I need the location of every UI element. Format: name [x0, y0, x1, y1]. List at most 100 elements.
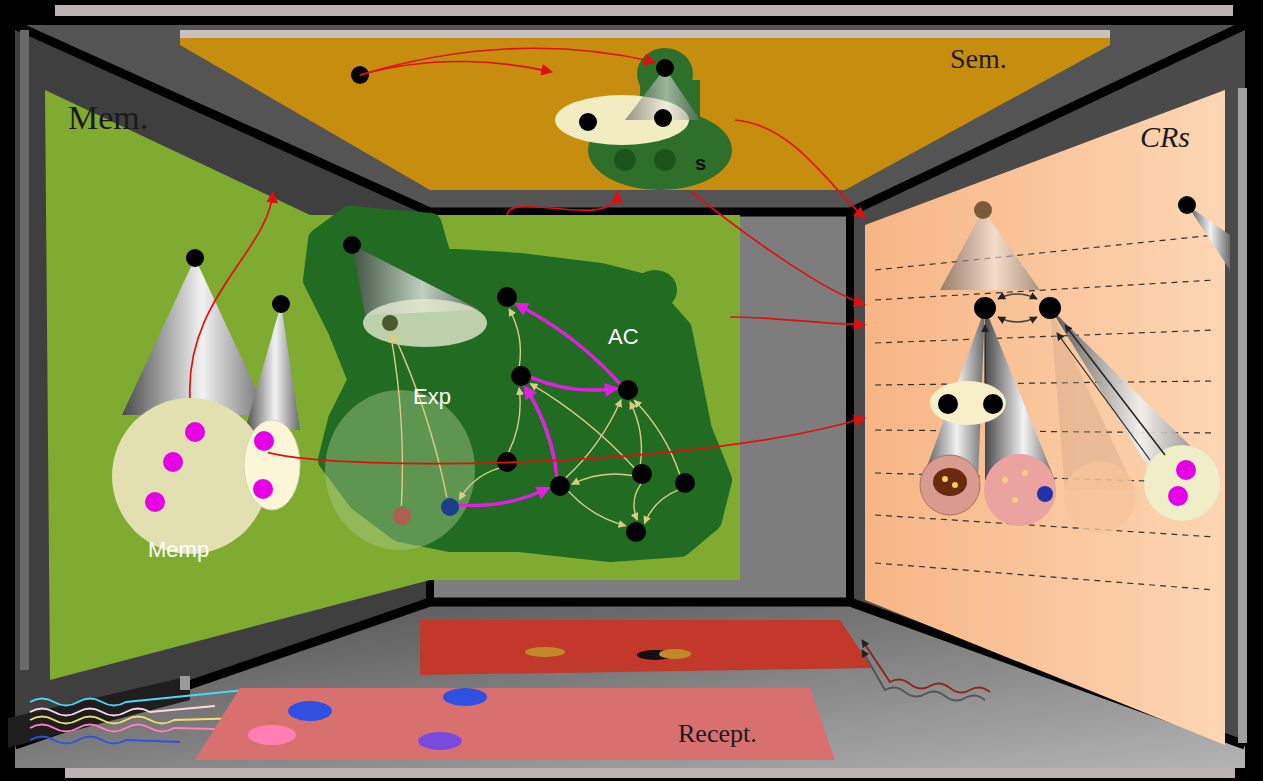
- signal-arrow: [735, 120, 865, 218]
- activation-network: [632, 464, 652, 484]
- experience-cluster: [363, 299, 487, 347]
- room-walls: [659, 649, 691, 659]
- memory-pool: [163, 452, 183, 472]
- conscious-panel: [875, 563, 1215, 590]
- room-walls: [20, 30, 29, 670]
- activation-network: [618, 380, 638, 400]
- conscious-panel: [1144, 445, 1220, 521]
- room-walls: [30, 737, 180, 744]
- room-walls: [8, 676, 190, 748]
- activation-network: [459, 468, 499, 499]
- receptor-panel: Recept.: [195, 688, 835, 760]
- semantic-links: [360, 48, 655, 75]
- activation-network: [509, 309, 520, 366]
- conscious-panel: [1178, 196, 1196, 214]
- pool-label: Memp: [148, 538, 209, 562]
- conscious-panel: [930, 381, 1006, 425]
- activation-network: [511, 366, 531, 386]
- room-walls: [1238, 88, 1247, 743]
- conscious-panel: CRs: [865, 85, 1230, 750]
- activation-network: [441, 498, 459, 516]
- room-walls: [55, 5, 1233, 16]
- conscious-panel: [974, 201, 992, 219]
- semantic-panel: [180, 38, 1110, 190]
- panel-label: CRs: [1140, 120, 1190, 153]
- activation-network: [382, 315, 398, 331]
- panel-label: Mem.: [68, 99, 148, 136]
- semantic-cluster: s: [585, 50, 735, 190]
- activation-network: [509, 388, 521, 452]
- receptor-panel: [443, 688, 487, 706]
- conscious-panel: [938, 394, 958, 414]
- panel-label: Recept.: [678, 720, 757, 749]
- conscious-panel: [1037, 486, 1053, 502]
- conscious-panel: [875, 381, 1215, 385]
- signal-arrow: [268, 418, 865, 464]
- activation-network: [630, 402, 641, 464]
- conscious-panel: [875, 515, 1215, 537]
- conscious-panel: [974, 297, 996, 319]
- activation-network: [497, 287, 517, 307]
- conscious-panel: [875, 330, 1215, 343]
- activation-network: [382, 287, 695, 542]
- experience-cluster: ACExp: [310, 215, 730, 555]
- signal-arrow: [730, 317, 865, 324]
- room-walls: [846, 212, 854, 602]
- conscious-panel: [942, 476, 948, 482]
- conscious-panel: [875, 235, 1215, 590]
- memory-panel: [245, 304, 300, 430]
- semantic-cluster: [585, 50, 735, 190]
- memory-panel: Mem. Memp ACExp: [40, 85, 750, 685]
- conscious-panel: [865, 85, 1230, 750]
- conscious-panel: [933, 468, 967, 496]
- memory-panel: [186, 249, 204, 267]
- experience-cluster: [633, 270, 677, 310]
- activation-network: [394, 334, 447, 497]
- activation-network: [391, 335, 403, 506]
- panel-label: Sem.: [950, 44, 1007, 75]
- room-walls: [65, 768, 1235, 778]
- activation-network: [550, 476, 570, 496]
- conscious-panel: [1187, 205, 1230, 270]
- experience-cluster: [343, 236, 361, 254]
- activation-network: [634, 400, 680, 474]
- semantic-cluster: [656, 59, 674, 77]
- cluster-label: Exp: [413, 385, 451, 409]
- activation-network: [675, 473, 695, 493]
- conscious-panel: [1176, 460, 1196, 480]
- conscious-panel: [865, 90, 1225, 745]
- conscious-panel: [998, 294, 1037, 299]
- room-walls: [30, 706, 215, 716]
- activation-network: [531, 377, 616, 390]
- conscious-panel: [952, 482, 958, 488]
- receptor-panel: [248, 725, 296, 745]
- conscious-panel: [998, 317, 1037, 322]
- activation-network: [460, 488, 548, 505]
- signal-arrow: [692, 192, 866, 304]
- memory-pool: Memp: [112, 398, 268, 554]
- conscious-panel: [1064, 461, 1136, 533]
- room-walls: [862, 650, 985, 701]
- conscious-panel: [1012, 497, 1018, 503]
- semantic-cluster: [654, 109, 672, 127]
- memory-pool: [145, 492, 165, 512]
- conscious-panel: [983, 394, 1003, 414]
- activation-network: [525, 387, 557, 476]
- memory-panel: [122, 258, 268, 415]
- activation-network: [517, 304, 621, 384]
- activation-network: [497, 452, 517, 472]
- conscious-panel: [1039, 297, 1061, 319]
- activation-network: [525, 387, 557, 476]
- activation-network: [626, 522, 646, 542]
- conscious-panel: [1002, 477, 1008, 483]
- activation-network: [393, 507, 411, 525]
- activation-network: [569, 491, 626, 526]
- memory-pool: [185, 422, 205, 442]
- signal-arrow: [507, 192, 617, 215]
- room-walls: [30, 690, 245, 706]
- activation-network: [566, 400, 621, 478]
- conscious-panel: [984, 325, 985, 385]
